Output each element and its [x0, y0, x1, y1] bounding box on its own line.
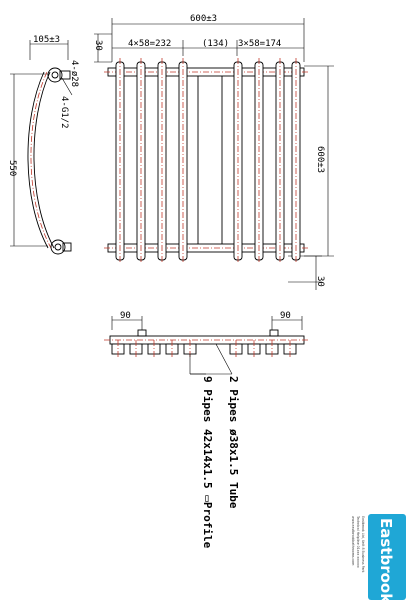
brand-info-line-2: Technical Helpline 01xxx xxxxxx — [356, 515, 360, 568]
brand-info-line-3: www.eastbrookbathrooms.com — [351, 516, 355, 565]
brand-block: Eastbrook Eastbrook Ltd, Unit 8 Business… — [351, 514, 406, 604]
overall-width-label: 600±3 — [190, 14, 217, 24]
front-view: 600±3 4×58=232 (134) 3×58=174 30 600±3 3… — [93, 14, 334, 290]
top-connector — [47, 67, 63, 83]
side-depth-label: 105±3 — [33, 35, 60, 45]
side-view: 105±3 550 4-ø28 4-G1/2 — [7, 35, 79, 255]
profile-spec-label: 9 Pipes 42x14x1.5 ▭Profile — [201, 376, 214, 549]
brand-info-line-1: Eastbrook Ltd, Unit 8 Business Park — [361, 516, 365, 573]
right-spacing-label: 3×58=174 — [238, 39, 281, 49]
thread-size-label: 4-G1/2 — [59, 96, 69, 129]
connection-size-label: 4-ø28 — [69, 60, 79, 87]
eastbrook-logo — [368, 514, 406, 600]
top-offset-label: 30 — [93, 40, 103, 51]
left-spacing-label: 4×58=232 — [128, 39, 171, 49]
plan-left-offset-label: 90 — [120, 311, 131, 321]
side-curve — [27, 71, 49, 249]
eastbrook-logo-text: Eastbrook — [377, 518, 395, 604]
middle-gap-label: (134) — [202, 39, 229, 49]
bottom-connector — [50, 239, 66, 255]
plan-view: 90 90 — [104, 311, 310, 375]
vertical-pipes — [115, 58, 301, 264]
overall-height-label: 600±3 — [315, 146, 325, 173]
side-height-label: 550 — [7, 160, 17, 176]
plan-right-offset-label: 90 — [280, 311, 291, 321]
tube-spec-label: 2 Pipes ø38x1.5 Tube — [227, 376, 240, 509]
plan-pipes — [111, 340, 297, 358]
bottom-offset-label: 30 — [315, 276, 325, 287]
